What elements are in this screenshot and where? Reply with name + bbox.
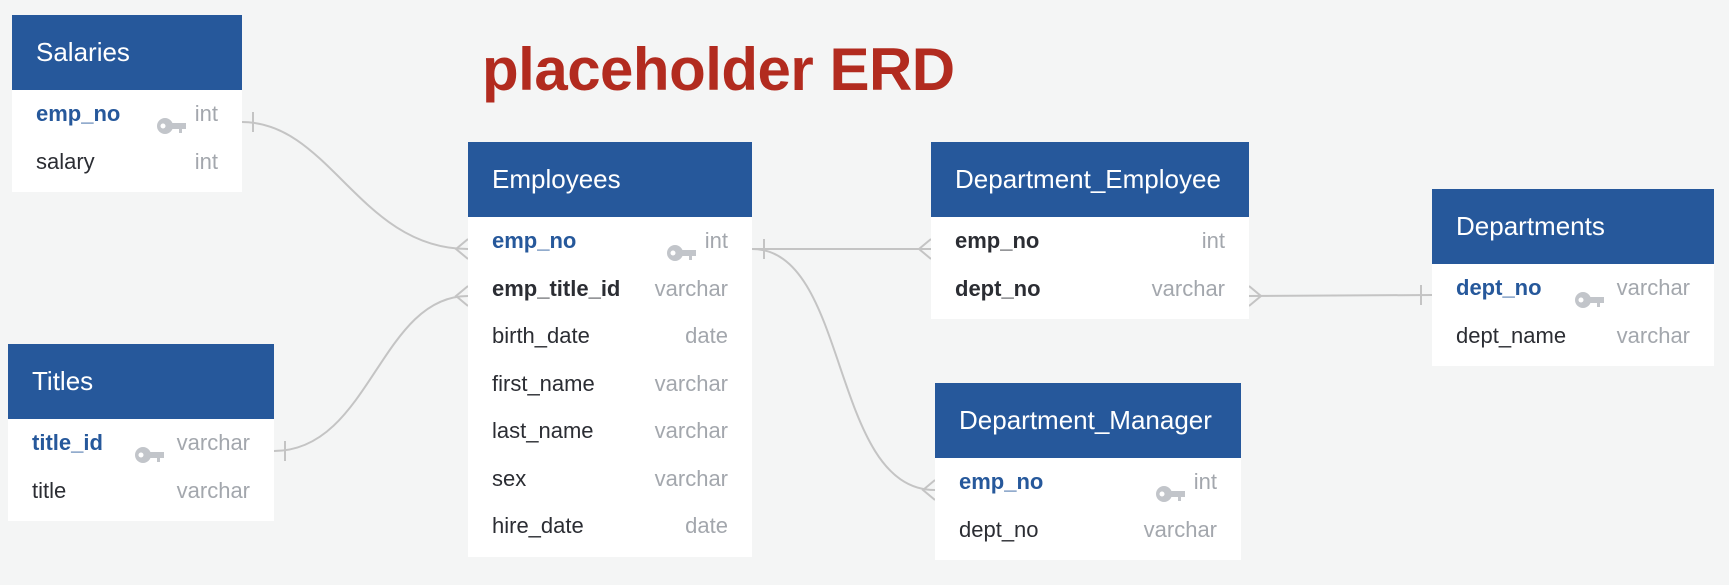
field-name: sex — [492, 465, 527, 491]
field-row[interactable]: sex varchar — [468, 455, 752, 503]
relationship-departments-dept-employee[interactable] — [1248, 285, 1433, 307]
field-name: last_name — [492, 418, 594, 443]
key-icon — [1155, 472, 1185, 502]
table-departments[interactable]: Departments dept_no varchar dept_name va… — [1432, 189, 1714, 366]
field-row[interactable]: birth_date date — [468, 312, 752, 360]
field-row[interactable]: last_name varchar — [468, 407, 752, 455]
field-type: int — [1193, 469, 1217, 494]
field-row[interactable]: emp_no int — [935, 458, 1241, 506]
field-row[interactable]: emp_no int — [931, 217, 1249, 265]
key-icon — [666, 231, 696, 261]
field-row[interactable]: dept_name varchar — [1432, 312, 1714, 360]
field-row[interactable]: salary int — [12, 138, 242, 186]
field-name: emp_no — [959, 469, 1044, 494]
key-icon — [134, 433, 164, 463]
relationship-employees-dept-employee[interactable] — [752, 238, 932, 260]
relationship-salaries-employees[interactable] — [241, 112, 469, 260]
field-row[interactable]: emp_no int — [468, 217, 752, 265]
field-name: salary — [36, 148, 95, 174]
relationship-titles-employees[interactable] — [273, 285, 469, 461]
field-name: dept_no — [959, 516, 1039, 542]
table-department-manager[interactable]: Department_Manager emp_no int dept_no va… — [935, 383, 1241, 560]
field-row[interactable]: emp_no int — [12, 90, 242, 138]
field-name: dept_name — [1456, 322, 1567, 348]
field-type: varchar — [1616, 322, 1690, 348]
field-row[interactable]: dept_no varchar — [1432, 264, 1714, 312]
field-name: birth_date — [492, 323, 590, 348]
field-type: varchar — [654, 275, 728, 301]
table-header[interactable]: Departments — [1432, 189, 1714, 264]
field-type: varchar — [654, 465, 728, 491]
field-type: varchar — [1616, 275, 1690, 300]
relationship-employees-dept-manager[interactable] — [751, 248, 936, 501]
field-name: emp_title_id — [492, 275, 621, 301]
field-type: int — [194, 101, 218, 126]
diagram-title: placeholder ERD — [482, 36, 955, 103]
field-name: emp_no — [955, 228, 1040, 253]
table-department-employee[interactable]: Department_Employee emp_no int dept_no v… — [931, 142, 1249, 319]
field-name: emp_no — [492, 228, 577, 253]
table-header[interactable]: Department_Manager — [935, 383, 1241, 458]
field-name: hire_date — [492, 513, 584, 538]
table-header[interactable]: Department_Employee — [931, 142, 1249, 217]
field-type: varchar — [1151, 275, 1225, 301]
field-type: int — [704, 228, 728, 253]
table-header[interactable]: Titles — [8, 344, 274, 419]
field-type: varchar — [176, 430, 250, 455]
field-name: title_id — [32, 430, 103, 455]
table-employees[interactable]: Employees emp_no int emp_title_id varcha… — [468, 142, 752, 557]
table-header[interactable]: Employees — [468, 142, 752, 217]
field-name: dept_no — [1456, 275, 1542, 300]
field-type: varchar — [176, 477, 250, 503]
field-name: first_name — [492, 370, 595, 396]
field-type: date — [685, 513, 728, 538]
field-row[interactable]: first_name varchar — [468, 360, 752, 408]
field-row[interactable]: hire_date date — [468, 502, 752, 550]
key-icon — [156, 104, 186, 134]
table-header[interactable]: Salaries — [12, 15, 242, 90]
field-type: date — [685, 323, 728, 348]
field-type: varchar — [654, 418, 728, 443]
field-name: title — [32, 477, 67, 503]
field-name: dept_no — [955, 275, 1041, 301]
field-name: emp_no — [36, 101, 121, 126]
field-row[interactable]: dept_no varchar — [931, 265, 1249, 313]
field-type: int — [1201, 228, 1225, 253]
field-row[interactable]: title_id varchar — [8, 419, 274, 467]
field-type: int — [194, 148, 218, 174]
field-row[interactable]: title varchar — [8, 467, 274, 515]
key-icon — [1574, 278, 1604, 308]
table-titles[interactable]: Titles title_id varchar title varchar — [8, 344, 274, 521]
field-row[interactable]: emp_title_id varchar — [468, 265, 752, 313]
table-salaries[interactable]: Salaries emp_no int salary int — [12, 15, 242, 192]
field-type: varchar — [654, 370, 728, 396]
field-row[interactable]: dept_no varchar — [935, 506, 1241, 554]
field-type: varchar — [1143, 516, 1217, 542]
